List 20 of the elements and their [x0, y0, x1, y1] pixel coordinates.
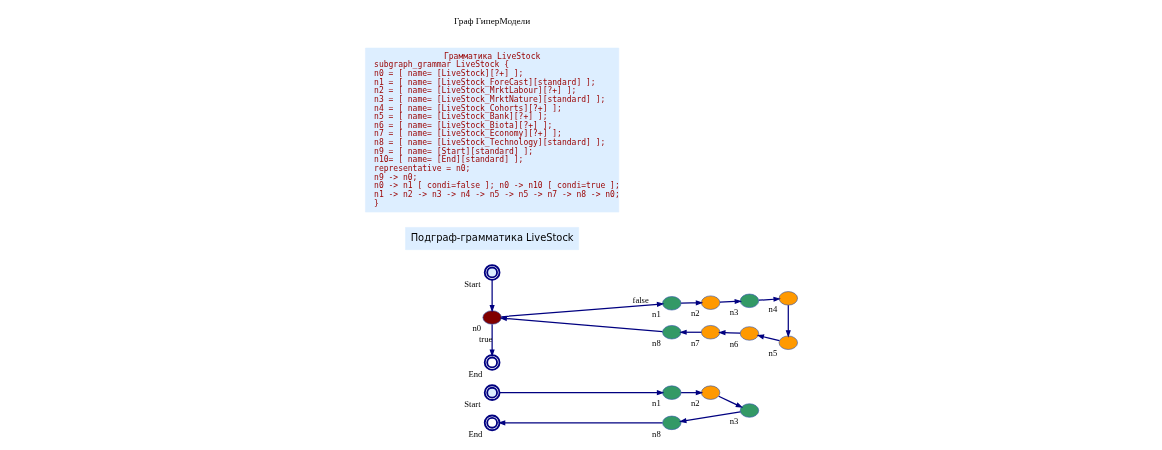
- node-label: Start: [463, 278, 481, 289]
- node-label: n3: [729, 416, 738, 427]
- node-label: n8: [651, 428, 661, 439]
- node-label: n1: [651, 308, 661, 319]
- node-label: n1: [651, 398, 661, 409]
- node-label: n5: [768, 348, 777, 359]
- node-label: n3: [729, 306, 738, 317]
- node-label: Start: [463, 398, 481, 409]
- node-label: n2: [690, 398, 700, 409]
- node-label: n6: [729, 339, 738, 350]
- edge-label: true: [478, 333, 492, 344]
- node-label: End: [468, 429, 482, 440]
- node-label: n0: [471, 323, 481, 334]
- node-label: End: [468, 368, 482, 379]
- node-label: n2: [690, 308, 700, 319]
- edge-label: false: [632, 294, 649, 305]
- label: Граф ГиперМодели: [453, 15, 530, 26]
- node-label: n7: [690, 337, 700, 348]
- node-label: n4: [768, 304, 777, 315]
- node-label: n8: [651, 337, 661, 348]
